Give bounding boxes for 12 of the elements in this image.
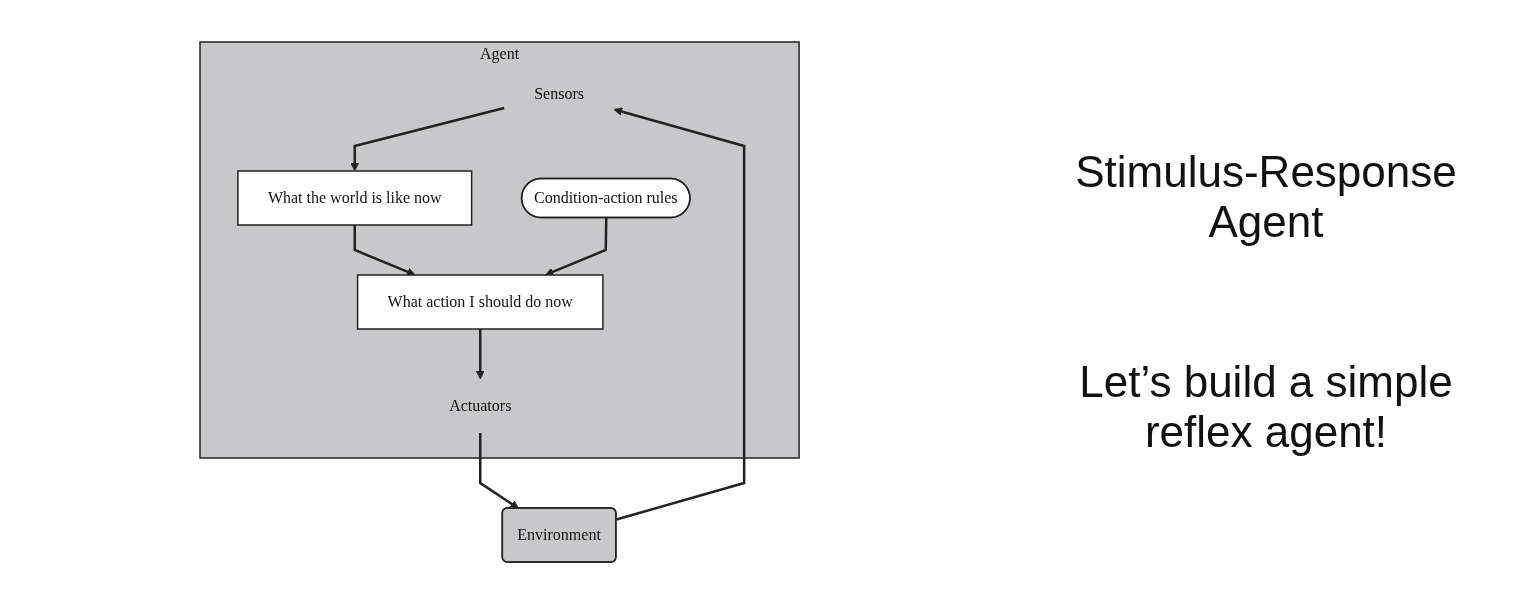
arrow [479,432,520,509]
arrow [545,217,608,276]
arrow [353,224,416,276]
arrow [614,106,746,521]
node-text: Actuators [449,396,512,414]
arrow [476,328,486,379]
node-box: What action I should do now [357,273,605,330]
note-text: Let’s build a simple reflex agent! [1078,356,1454,457]
node-box: What the world is like now [237,169,473,226]
arrow [350,106,505,171]
node-text: Sensors [534,84,585,102]
note-text: Stimulus-Response Agent [1074,146,1458,247]
